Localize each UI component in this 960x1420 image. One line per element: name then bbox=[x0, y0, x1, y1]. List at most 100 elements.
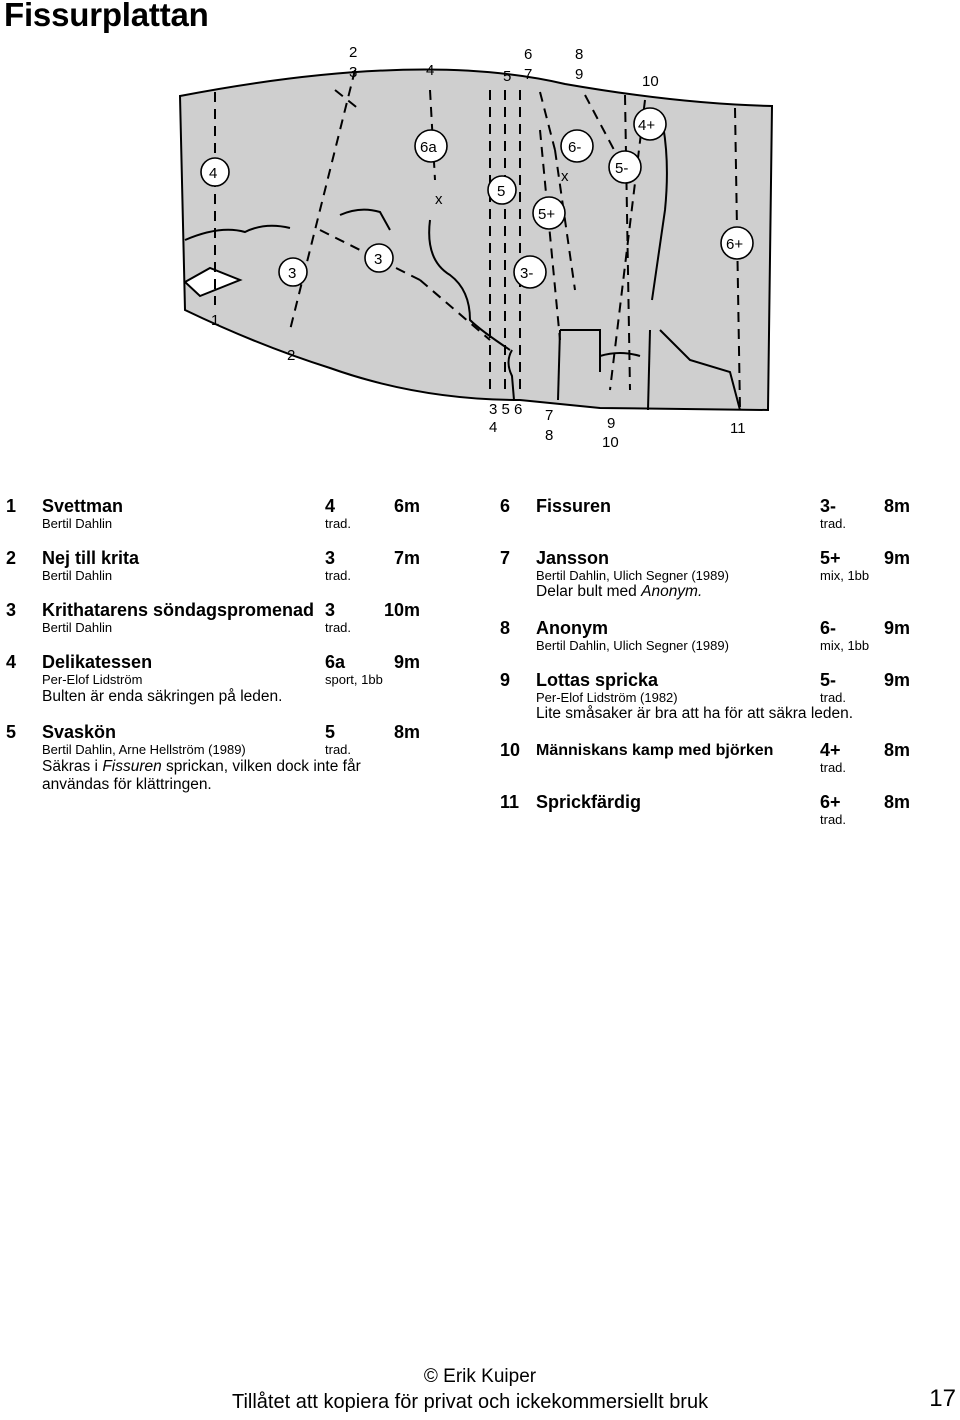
grade-label: 6+ bbox=[726, 236, 743, 253]
grade-label: 3 bbox=[374, 251, 382, 268]
routes-left-column: 1 Svettman 4 6m Bertil Dahlin trad. 2 Ne… bbox=[6, 496, 436, 816]
topo-bottom-label: 4 bbox=[489, 419, 497, 436]
route-style: mix, 1bb bbox=[820, 638, 870, 653]
route-entry: 10 Människans kamp med björken 4+ 8m tra… bbox=[500, 740, 920, 778]
license-text: Tillåtet att kopiera för privat och icke… bbox=[232, 1391, 709, 1413]
route-name: Nej till krita bbox=[42, 548, 140, 568]
topo-top-label: 7 bbox=[524, 66, 532, 83]
topo-bottom-label: 11 bbox=[730, 420, 746, 437]
route-entry: 5 Svaskön 5 8m Bertil Dahlin, Arne Hells… bbox=[6, 722, 436, 802]
route-name: Människans kamp med björken bbox=[536, 742, 774, 759]
route-first-ascent: Bertil Dahlin, Arne Hellström (1989) bbox=[42, 742, 246, 757]
route-first-ascent: Per-Elof Lidström bbox=[42, 672, 143, 687]
route-length: 8m bbox=[883, 496, 910, 516]
route-grade: 4+ bbox=[820, 740, 841, 760]
route-style: trad. bbox=[820, 516, 847, 531]
grade-label: x bbox=[435, 191, 443, 208]
route-length: 8m bbox=[883, 740, 910, 760]
route-entry: 11 Sprickfärdig 6+ 8m trad. bbox=[500, 792, 920, 830]
grade-label: 4 bbox=[209, 165, 217, 182]
route-number: 9 bbox=[500, 670, 511, 690]
topo-top-label: 5 bbox=[503, 68, 511, 85]
route-entry: 6 Fissuren 3- 8m trad. bbox=[500, 496, 920, 534]
route-length: 8m bbox=[393, 722, 420, 742]
route-name: Svettman bbox=[42, 496, 124, 516]
route-number: 6 bbox=[500, 496, 511, 516]
copyright: © Erik Kuiper bbox=[423, 1366, 537, 1387]
route-length: 9m bbox=[883, 548, 910, 568]
route-grade: 4 bbox=[325, 496, 336, 516]
route-number: 2 bbox=[6, 548, 17, 568]
route-note: Säkras i Fissuren sprickan, vilken dock … bbox=[42, 758, 361, 793]
route-number: 5 bbox=[6, 722, 17, 742]
route-style: trad. bbox=[325, 742, 352, 757]
route-note: Delar bult med Anonym. bbox=[536, 583, 703, 600]
grade-label: 3- bbox=[520, 265, 533, 282]
route-number: 3 bbox=[6, 600, 17, 620]
route-grade: 5 bbox=[325, 722, 336, 742]
route-style: mix, 1bb bbox=[820, 568, 870, 583]
route-name: Svaskön bbox=[42, 722, 117, 742]
route-name: Lottas spricka bbox=[536, 670, 659, 690]
route-grade: 6- bbox=[820, 618, 837, 638]
route-number: 8 bbox=[500, 618, 511, 638]
grade-label: x bbox=[561, 168, 569, 185]
topo-top-label: 2 bbox=[349, 44, 357, 61]
route-length: 8m bbox=[883, 792, 910, 812]
route-first-ascent: Bertil Dahlin, Ulich Segner (1989) bbox=[536, 638, 729, 653]
topo-bottom-label: 7 bbox=[545, 407, 553, 424]
route-first-ascent: Bertil Dahlin bbox=[42, 568, 113, 583]
route-name: Anonym bbox=[536, 618, 608, 638]
route-name: Krithatarens söndagspromenad bbox=[42, 600, 315, 620]
route-style: trad. bbox=[820, 812, 847, 827]
route-length: 10m bbox=[383, 600, 420, 620]
route-style: sport, 1bb bbox=[325, 672, 383, 687]
route-number: 11 bbox=[500, 792, 520, 812]
route-number: 7 bbox=[500, 548, 511, 568]
route-grade: 5- bbox=[820, 670, 837, 690]
route-grade: 6a bbox=[325, 652, 346, 672]
route-grade: 6+ bbox=[820, 792, 841, 812]
route-entry: 8 Anonym 6- 9m Bertil Dahlin, Ulich Segn… bbox=[500, 618, 920, 656]
route-entry: 9 Lottas spricka 5- 9m Per-Elof Lidström… bbox=[500, 670, 920, 726]
route-number: 1 bbox=[6, 496, 17, 516]
route-name: Delikatessen bbox=[42, 652, 153, 672]
grade-label: 5+ bbox=[538, 206, 555, 223]
route-length: 9m bbox=[883, 618, 910, 638]
grade-label: 4+ bbox=[638, 117, 655, 134]
topo-top-label: 3 bbox=[349, 64, 357, 81]
grade-label: 5- bbox=[615, 160, 628, 177]
route-grade: 3- bbox=[820, 496, 837, 516]
route-entry: 3 Krithatarens söndagspromenad 3 10m Ber… bbox=[6, 600, 436, 638]
grade-label: 6a bbox=[420, 139, 437, 156]
routes-right-column: 6 Fissuren 3- 8m trad. 7 Jansson 5+ 9m B… bbox=[500, 496, 920, 844]
topo-bottom-label: 3 5 6 bbox=[489, 401, 522, 418]
route-style: trad. bbox=[325, 620, 352, 635]
route-number: 4 bbox=[6, 652, 17, 672]
topo-bottom-label: 8 bbox=[545, 427, 553, 444]
route-grade: 3 bbox=[325, 548, 336, 568]
grade-label: 3 bbox=[288, 265, 296, 282]
topo-bottom-label: 10 bbox=[602, 434, 619, 451]
route-entry: 2 Nej till krita 3 7m Bertil Dahlin trad… bbox=[6, 548, 436, 586]
route-style: trad. bbox=[325, 516, 352, 531]
route-grade: 3 bbox=[325, 600, 336, 620]
topo-top-label: 6 bbox=[524, 46, 532, 63]
page-number: 17 bbox=[929, 1385, 956, 1412]
route-first-ascent: Bertil Dahlin bbox=[42, 620, 113, 635]
topo-top-label: 9 bbox=[575, 66, 583, 83]
rock-slab bbox=[178, 68, 774, 412]
route-name: Jansson bbox=[536, 548, 610, 568]
route-length: 9m bbox=[393, 652, 420, 672]
route-entry: 4 Delikatessen 6a 9m Per-Elof Lidström s… bbox=[6, 652, 436, 708]
route-entry: 7 Jansson 5+ 9m Bertil Dahlin, Ulich Seg… bbox=[500, 548, 920, 604]
route-length: 7m bbox=[393, 548, 420, 568]
grade-label: 5 bbox=[497, 183, 505, 200]
page-title: Fissurplattan bbox=[4, 0, 209, 33]
route-style: trad. bbox=[820, 760, 847, 775]
grade-label: 6- bbox=[568, 139, 581, 156]
route-style: trad. bbox=[820, 690, 847, 705]
topo-top-label: 4 bbox=[426, 62, 434, 79]
route-note: Bulten är enda säkringen på leden. bbox=[42, 688, 283, 705]
route-grade: 5+ bbox=[820, 548, 841, 568]
